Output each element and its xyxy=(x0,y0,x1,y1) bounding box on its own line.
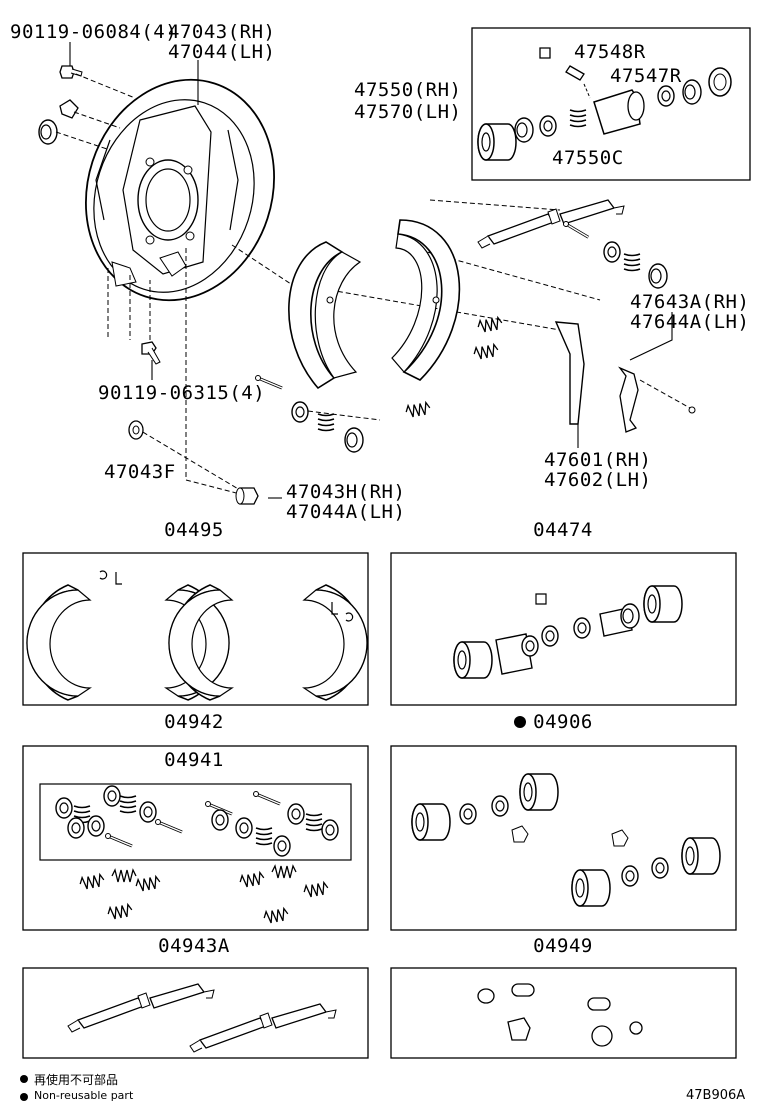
callout-bleeder-screw: 47547R xyxy=(610,65,682,87)
callout-plug-rh: 47043H(RH) xyxy=(286,481,406,503)
bolt-bottom xyxy=(141,341,161,365)
legend-dot-jp xyxy=(20,1075,28,1083)
callout-adjuster-rh: 47643A(RH) xyxy=(630,291,750,313)
kit-label-04942: 04942 xyxy=(164,711,224,733)
callout-lever-rh: 47601(RH) xyxy=(544,449,652,471)
brake-shoe-right xyxy=(391,219,461,381)
wheel-cylinder-parts xyxy=(477,47,732,161)
clip-part xyxy=(59,99,79,119)
kit-box-04474 xyxy=(390,552,737,706)
callout-cyl-kit: 47550C xyxy=(552,147,624,169)
kit-label-04495: 04495 xyxy=(164,519,224,541)
callout-lever-lh: 47602(LH) xyxy=(544,469,652,491)
non-reusable-marker xyxy=(514,716,526,728)
callout-bolt-top: 90119-06084(4) xyxy=(10,21,178,43)
callout-bleeder-plug: 47548R xyxy=(574,41,646,63)
kit-04906-parts xyxy=(411,773,721,907)
shoe-hardware-top xyxy=(254,199,696,453)
kit-box-04906 xyxy=(390,745,737,931)
legend-english: Non-reusable part xyxy=(34,1089,134,1102)
adjust-plug xyxy=(235,487,259,505)
callout-wheel-cyl-lh: 47570(LH) xyxy=(354,101,462,123)
grommet xyxy=(38,119,58,145)
kit-04949-parts xyxy=(477,983,643,1047)
callout-hole-plug: 47043F xyxy=(104,461,176,483)
callout-plate-rh: 47043(RH) xyxy=(168,21,276,43)
callout-wheel-cyl-rh: 47550(RH) xyxy=(354,79,462,101)
kit-box-04949 xyxy=(390,967,737,1059)
backing-plate xyxy=(85,78,275,302)
hole-plug xyxy=(128,420,144,440)
callout-plate-lh: 47044(LH) xyxy=(168,41,276,63)
kit-label-04943a: 04943A xyxy=(158,935,230,957)
kit-label-04474: 04474 xyxy=(533,519,593,541)
kit-label-04949: 04949 xyxy=(533,935,593,957)
callout-plug-lh: 47044A(LH) xyxy=(286,501,406,523)
callout-adjuster-lh: 47644A(LH) xyxy=(630,311,750,333)
kit-04474-parts xyxy=(453,585,683,679)
brake-shoe-left xyxy=(288,241,362,390)
kit-04495-shoes xyxy=(26,570,368,701)
diagram-code: 47B906A xyxy=(686,1088,746,1103)
callout-bolt-bottom: 90119-06315(4) xyxy=(98,382,266,404)
bolt-top xyxy=(59,65,83,79)
legend-japanese: 再使用不可部品 xyxy=(34,1073,119,1087)
kit-label-04906: 04906 xyxy=(533,711,593,733)
kit-label-04941: 04941 xyxy=(164,749,224,771)
legend-dot-en xyxy=(20,1093,28,1101)
